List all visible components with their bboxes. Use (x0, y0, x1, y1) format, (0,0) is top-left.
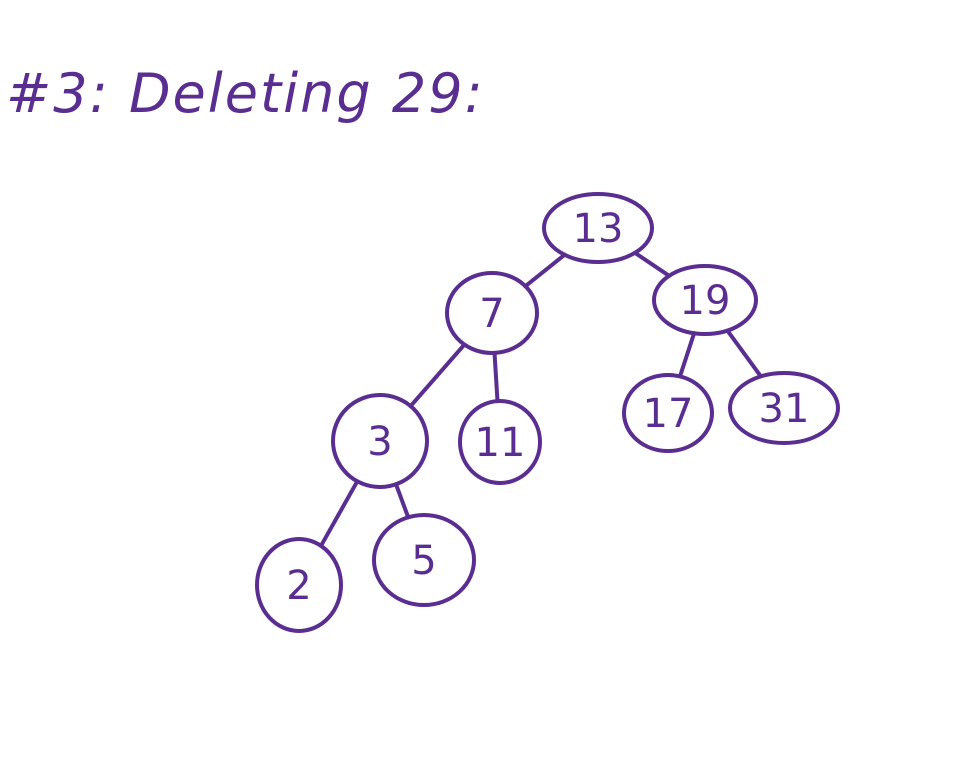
tree-node-2: 2 (255, 537, 343, 633)
node-circle (728, 371, 840, 445)
tree-node-5: 5 (372, 513, 476, 607)
tree-edges (319, 250, 763, 548)
tree-node-3: 3 (331, 393, 429, 489)
tree-edge (678, 331, 697, 379)
node-circle (372, 513, 476, 607)
tree-node-31: 31 (728, 371, 840, 445)
node-label: 2 (286, 563, 311, 609)
page-title: #3: Deleting 29: (6, 62, 485, 125)
node-circle (331, 393, 429, 489)
tree-edge (394, 482, 411, 520)
node-label: 31 (759, 386, 810, 432)
tree-node-7: 7 (445, 271, 539, 355)
tree-node-17: 17 (622, 373, 714, 453)
node-label: 17 (643, 391, 694, 437)
tree-nodes: 13 7 19 3 11 17 31 2 5 (255, 192, 840, 633)
node-label: 3 (367, 419, 392, 465)
tree-edge (408, 342, 467, 409)
tree-edge (632, 250, 672, 278)
node-label: 5 (411, 538, 436, 584)
node-circle (622, 373, 714, 453)
tree-node-11: 11 (458, 399, 542, 485)
tree-node-19: 19 (652, 264, 758, 336)
node-circle (542, 192, 654, 264)
tree-edge (492, 350, 500, 404)
tree-edge (319, 479, 360, 548)
node-circle (652, 264, 758, 336)
node-circle (445, 271, 539, 355)
tree-edge (725, 328, 763, 379)
node-label: 13 (573, 206, 624, 252)
tree-node-13: 13 (542, 192, 654, 264)
node-circle (458, 399, 542, 485)
node-circle (255, 537, 343, 633)
node-label: 11 (475, 420, 526, 466)
tree-edge (523, 252, 567, 289)
node-label: 19 (680, 278, 731, 324)
node-label: 7 (479, 291, 504, 337)
